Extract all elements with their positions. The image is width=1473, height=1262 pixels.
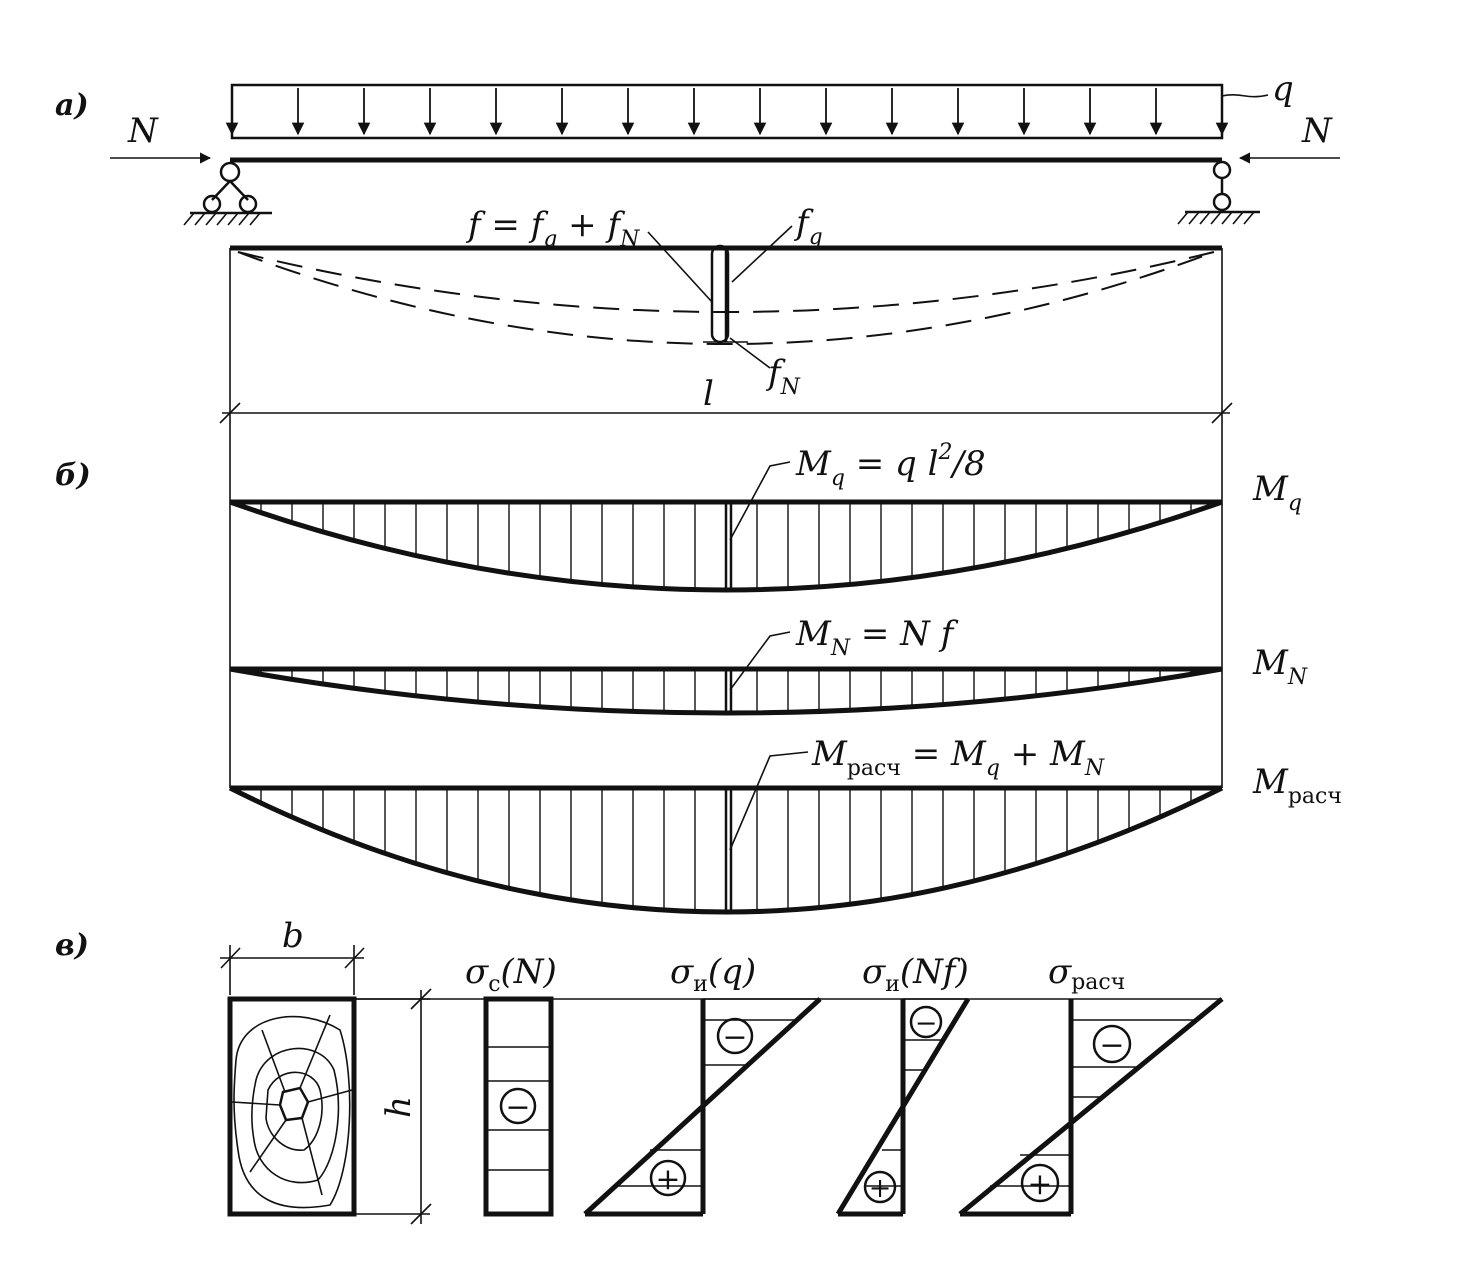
- stress-label-bending-nf: σи(Nf): [862, 952, 969, 997]
- leader-mq: [729, 461, 791, 541]
- moment-q-label: Mq: [1252, 469, 1302, 516]
- stress-diagram-bending-q: − +: [583, 997, 822, 1217]
- pinned-support-left: [183, 161, 272, 226]
- moment-diagram-n: [229, 666, 1223, 716]
- panel-label-c: в): [55, 928, 89, 963]
- leader-mr: [729, 751, 809, 851]
- moment-total-label: Mрасч: [1252, 762, 1342, 809]
- deflection-q-label: fq: [793, 203, 823, 250]
- minus-sign-3: −: [915, 1008, 938, 1039]
- leader-mn: [729, 631, 791, 691]
- leader-f-total: [647, 231, 713, 303]
- stress-diagram-total: − +: [958, 997, 1224, 1217]
- plus-sign-3: +: [869, 1173, 892, 1204]
- stress-label-bending-q: σи(q): [670, 952, 756, 997]
- axial-label-left: N: [127, 111, 159, 151]
- plus-sign-4: +: [1027, 1167, 1052, 1202]
- panel-label-b: б): [55, 458, 91, 493]
- deflection-n-label: fN: [765, 353, 801, 400]
- moment-q-formula: Mq = q l2/8: [795, 440, 986, 491]
- deflection-total-label: f = fq + fN: [465, 205, 640, 252]
- deflection-curve-total: [237, 251, 1215, 345]
- moment-n-formula: MN = N f: [795, 614, 959, 661]
- moment-total-formula: Mрасч = Mq + MN: [811, 734, 1105, 781]
- moment-n-label: MN: [1252, 643, 1308, 690]
- leader-fn: [729, 337, 771, 369]
- height-label: h: [379, 1096, 419, 1118]
- plus-sign-2: +: [655, 1162, 680, 1197]
- stress-diagram-bending-nf: − +: [835, 997, 971, 1217]
- stress-label-total: σрасч: [1048, 952, 1125, 995]
- moment-diagram-total: [228, 785, 1224, 915]
- minus-sign-1: −: [505, 1090, 530, 1125]
- leader-fq: [731, 225, 793, 283]
- distributed-load: [225, 83, 1229, 140]
- load-arrows: [225, 88, 1229, 136]
- panel-label-a: а): [55, 88, 89, 123]
- moment-diagram-q: [229, 499, 1223, 593]
- stress-label-compression: σс(N): [465, 952, 557, 997]
- minus-sign-2: −: [722, 1020, 747, 1055]
- timber-cross-section: [227, 996, 357, 1217]
- span-label: l: [703, 374, 714, 414]
- axial-label-right: N: [1301, 111, 1333, 151]
- stress-diagram-compression: −: [483, 996, 554, 1217]
- load-label: q: [1272, 69, 1294, 109]
- width-label: b: [282, 916, 304, 956]
- roller-support-right: [1177, 160, 1260, 225]
- minus-sign-4: −: [1099, 1028, 1124, 1063]
- load-leader: [1221, 94, 1269, 98]
